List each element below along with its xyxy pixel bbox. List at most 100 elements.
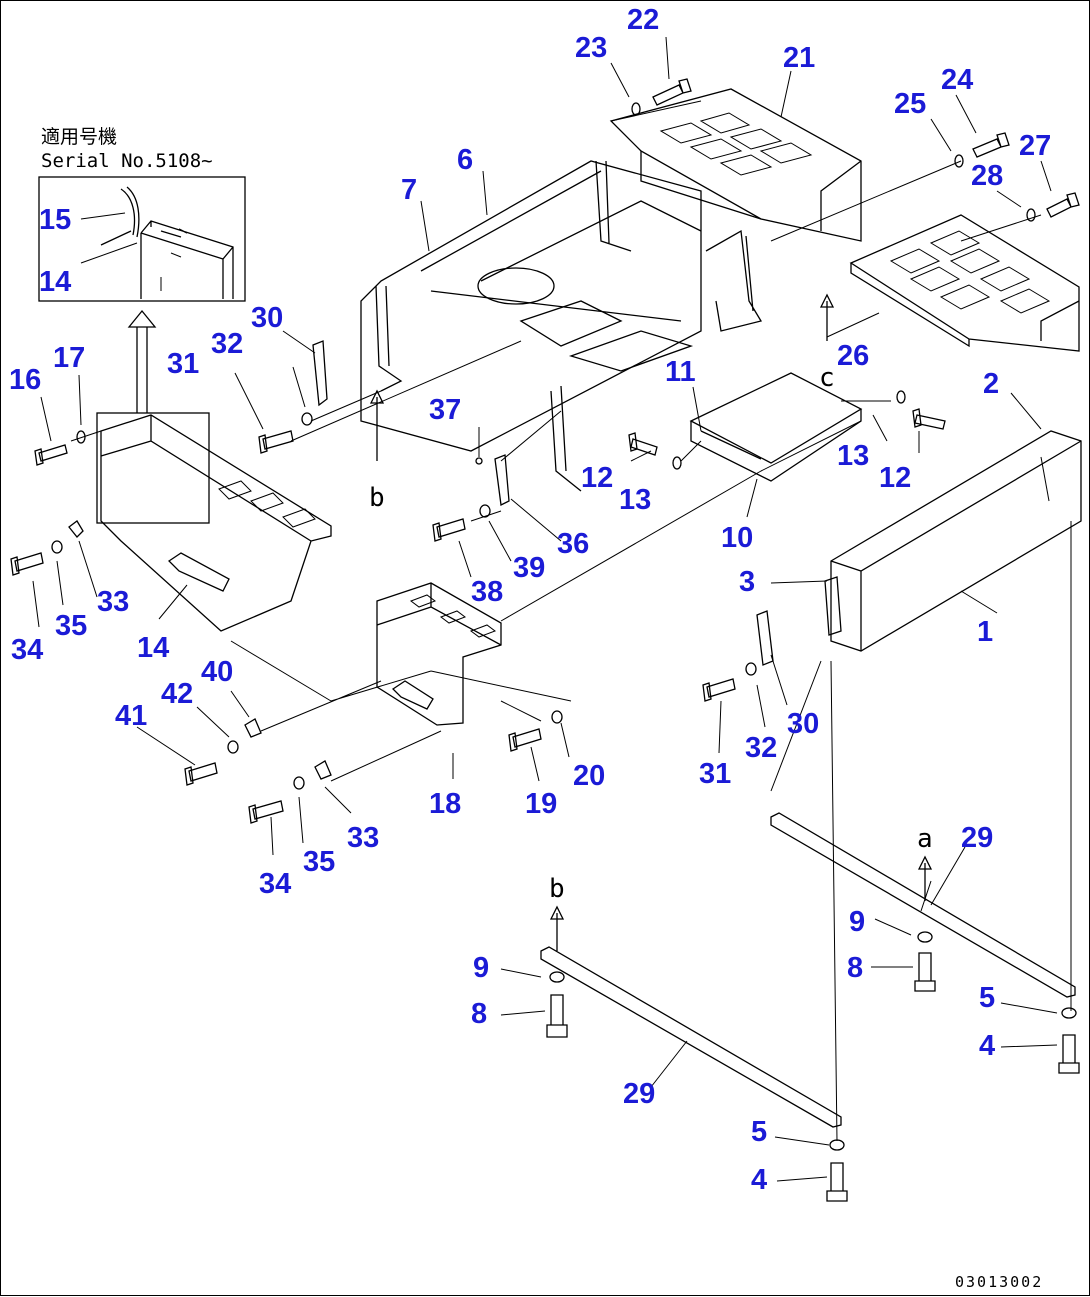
callout-14-inset: 14 — [39, 266, 71, 298]
bolt-12-right — [912, 408, 946, 430]
cover-14 — [96, 412, 332, 632]
latch-30-upper — [312, 340, 328, 407]
frame-bracket-right — [705, 229, 763, 332]
screw-37 — [475, 457, 483, 465]
washer-32-lower — [745, 662, 757, 676]
side-panel-detail — [1040, 456, 1050, 502]
fasteners — [10, 78, 1080, 1202]
washer-35-lower — [293, 776, 305, 790]
callout-8-left: 8 — [471, 998, 487, 1030]
inset-seal-part — [100, 186, 140, 246]
washer-5-right — [1061, 1007, 1077, 1019]
callout-10: 10 — [721, 522, 753, 554]
callout-29-right: 29 — [961, 822, 993, 854]
callout-40: 40 — [201, 656, 233, 688]
callout-3: 3 — [739, 566, 755, 598]
callout-38: 38 — [471, 576, 503, 608]
dash-centerlines — [70, 100, 1072, 1142]
bolt-41 — [184, 762, 218, 786]
callout-32-lower: 32 — [745, 732, 777, 764]
frame-leg-rear — [595, 160, 632, 252]
bolt-22 — [652, 78, 692, 106]
inset-frame — [38, 176, 246, 302]
view-letter-c: c — [819, 363, 835, 393]
callout-12-left: 12 — [581, 462, 613, 494]
bar-29-left — [540, 946, 842, 1128]
callout-17: 17 — [53, 342, 85, 374]
washer-9-right — [917, 931, 933, 943]
washer-39 — [479, 504, 491, 518]
frame-panels — [519, 300, 694, 372]
bolt-12-left — [628, 432, 658, 456]
bolt-34-lower — [248, 800, 284, 824]
side-panel-body — [830, 430, 1082, 652]
callout-5-right: 5 — [979, 982, 995, 1014]
callout-9-right: 9 — [849, 906, 865, 938]
plate-11-edges — [690, 409, 862, 482]
callout-20: 20 — [573, 760, 605, 792]
clip-40 — [244, 718, 262, 738]
view-arrow-b-upper — [369, 389, 385, 461]
callout-32-upper: 32 — [211, 328, 243, 360]
cover-14-handle — [167, 552, 230, 592]
view-arrow-a — [917, 855, 933, 901]
washer-9-left — [549, 971, 565, 983]
callout-leaders — [32, 36, 1058, 1182]
bolt-31-upper — [258, 430, 294, 454]
callout-30-lower: 30 — [787, 708, 819, 740]
callout-39: 39 — [513, 552, 545, 584]
side-panel-latch-3 — [824, 576, 842, 636]
side-panel-edges — [830, 440, 1082, 651]
cover-21-grille — [659, 112, 813, 176]
bolt-19 — [508, 728, 542, 752]
washer-28 — [1026, 208, 1036, 222]
callout-34-upper: 34 — [11, 634, 43, 666]
washer-13-left — [672, 456, 682, 470]
bolt-38 — [432, 518, 466, 542]
bolt-4-right — [1058, 1034, 1080, 1074]
assembly-lines — [70, 100, 1072, 1142]
cover-18-edges — [376, 583, 502, 646]
cover-26 — [849, 214, 1080, 352]
latch-36 — [494, 454, 510, 506]
callout-13-left: 13 — [619, 484, 651, 516]
clip-33-lower — [314, 760, 332, 780]
cover-26-body — [849, 214, 1080, 352]
callout-7: 7 — [401, 174, 417, 206]
document-id: 03013002 — [955, 1273, 1043, 1291]
callout-34-lower: 34 — [259, 868, 291, 900]
callout-14-main: 14 — [137, 632, 169, 664]
plate-10-11 — [689, 372, 863, 482]
bolt-27 — [1046, 192, 1080, 218]
cover-26-grille — [889, 230, 1051, 314]
callout-4-right: 4 — [979, 1030, 995, 1062]
cover-18-handle — [391, 680, 434, 710]
callout-31-upper: 31 — [167, 348, 199, 380]
bolt-31-lower — [702, 678, 736, 702]
callout-18: 18 — [429, 788, 461, 820]
latch-30-lower — [756, 610, 774, 666]
washer-32-upper — [301, 412, 313, 426]
bolt-24 — [972, 132, 1010, 158]
callout-12-right: 12 — [879, 462, 911, 494]
callout-16: 16 — [9, 364, 41, 396]
side-panel-1 — [824, 430, 1082, 652]
frame-leg-left — [375, 285, 403, 392]
view-letter-b-lower: b — [549, 874, 565, 904]
inset-label-serial: Serial No.5108~ — [41, 150, 213, 172]
callout-24: 24 — [941, 64, 973, 96]
washer-5-bottom — [829, 1139, 845, 1151]
view-arrow-c — [819, 293, 835, 341]
bolt-8-right — [914, 952, 936, 992]
callout-26: 26 — [837, 340, 869, 372]
view-letter-a: a — [917, 824, 933, 854]
callout-19: 19 — [525, 788, 557, 820]
callout-33-upper: 33 — [97, 586, 129, 618]
plate-11-body — [689, 372, 863, 464]
up-arrow-icon — [127, 309, 157, 413]
callout-numbers: 22 23 21 24 25 27 28 6 7 15 14 30 32 31 … — [9, 4, 1051, 1196]
cover-14-slots — [218, 480, 316, 528]
washer-25 — [954, 154, 964, 168]
cover-21 — [609, 88, 862, 242]
